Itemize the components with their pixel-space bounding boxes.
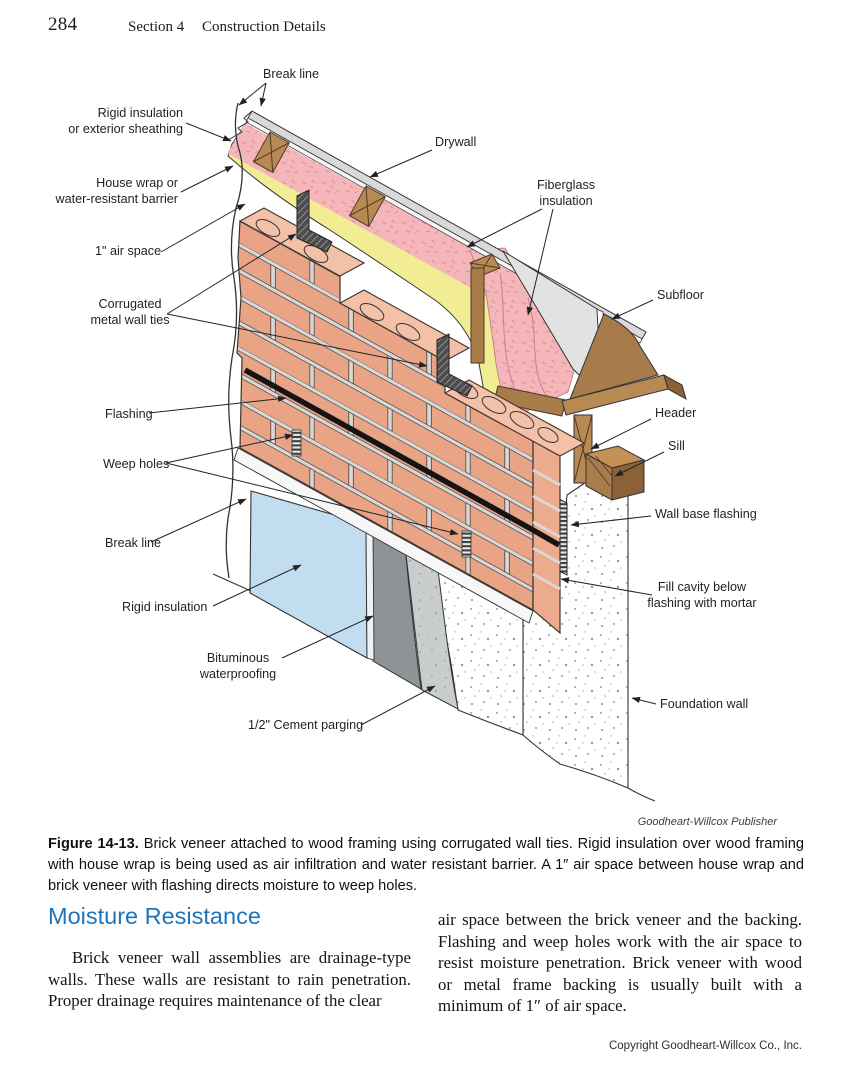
label-rigid-insulation-top-1: Rigid insulation — [98, 106, 183, 120]
label-fiberglass-1: Fiberglass — [537, 178, 595, 192]
label-house-wrap-2: water-resistant barrier — [55, 192, 178, 206]
label-foundation-wall: Foundation wall — [660, 697, 748, 711]
weep-hole-2 — [461, 530, 472, 558]
leader-lines — [148, 82, 665, 726]
label-ties-1: Corrugated — [98, 297, 161, 311]
label-weep-holes: Weep holes — [103, 457, 169, 471]
label-break-line-lower: Break line — [105, 536, 161, 550]
label-fiberglass-2: insulation — [539, 194, 592, 208]
diagram-labels: Break line Rigid insulation or exterior … — [55, 67, 757, 732]
body-text-column-1: Brick veneer wall assemblies are drainag… — [48, 948, 411, 1011]
label-wall-base-flashing: Wall base flashing — [655, 507, 757, 521]
page-number: 284 — [48, 14, 78, 35]
section-header: Section 4 Construction Details — [128, 19, 340, 36]
brick-veneer-wall — [236, 189, 586, 635]
lower-wall-layers — [212, 490, 459, 710]
label-fill-cavity-1: Fill cavity below — [658, 580, 747, 594]
label-ties-2: metal wall ties — [90, 313, 169, 327]
figure-diagram: Break line Rigid insulation or exterior … — [55, 67, 757, 802]
label-drywall: Drywall — [435, 135, 476, 149]
label-header: Header — [655, 406, 696, 420]
label-fill-cavity-2: flashing with mortar — [647, 596, 756, 610]
wood-studs — [252, 131, 567, 417]
label-cement-parging: 1/2" Cement parging — [248, 718, 363, 732]
section-title: Construction Details — [202, 19, 326, 35]
subfloor-shape — [569, 313, 659, 400]
flashing-shape — [243, 367, 561, 548]
label-bituminous-2: waterproofing — [199, 667, 276, 681]
wall-tie-1 — [296, 189, 333, 253]
label-house-wrap-1: House wrap or — [96, 176, 178, 190]
section-heading: Moisture Resistance — [48, 903, 261, 929]
figure-caption-text: Brick veneer attached to wood framing us… — [48, 836, 805, 894]
figure-caption: Figure 14-13. Brick veneer attached to w… — [48, 834, 804, 897]
label-bituminous-1: Bituminous — [207, 651, 269, 665]
label-break-line-top: Break line — [263, 67, 319, 81]
label-flashing: Flashing — [105, 407, 153, 421]
mortar-bed-strip — [233, 447, 534, 624]
label-subfloor: Subfloor — [657, 288, 704, 302]
interior-framing — [502, 250, 687, 501]
section-label: Section 4 — [128, 19, 185, 35]
figure-caption-label: Figure 14-13. — [48, 836, 139, 852]
label-rigid-insulation-top-2: or exterior sheathing — [68, 122, 183, 136]
wall-tie-2 — [436, 333, 473, 397]
copyright-notice: Copyright Goodheart-Willcox Co., Inc. — [608, 1040, 802, 1052]
body-text-column-2: air space between the brick veneer and t… — [438, 910, 802, 1016]
label-air-space: 1" air space — [95, 244, 161, 258]
label-sill: Sill — [668, 439, 685, 453]
weep-hole-1 — [291, 429, 302, 457]
label-rigid-insulation-lower: Rigid insulation — [122, 600, 207, 614]
publisher-credit: Goodheart-Willcox Publisher — [637, 816, 777, 828]
